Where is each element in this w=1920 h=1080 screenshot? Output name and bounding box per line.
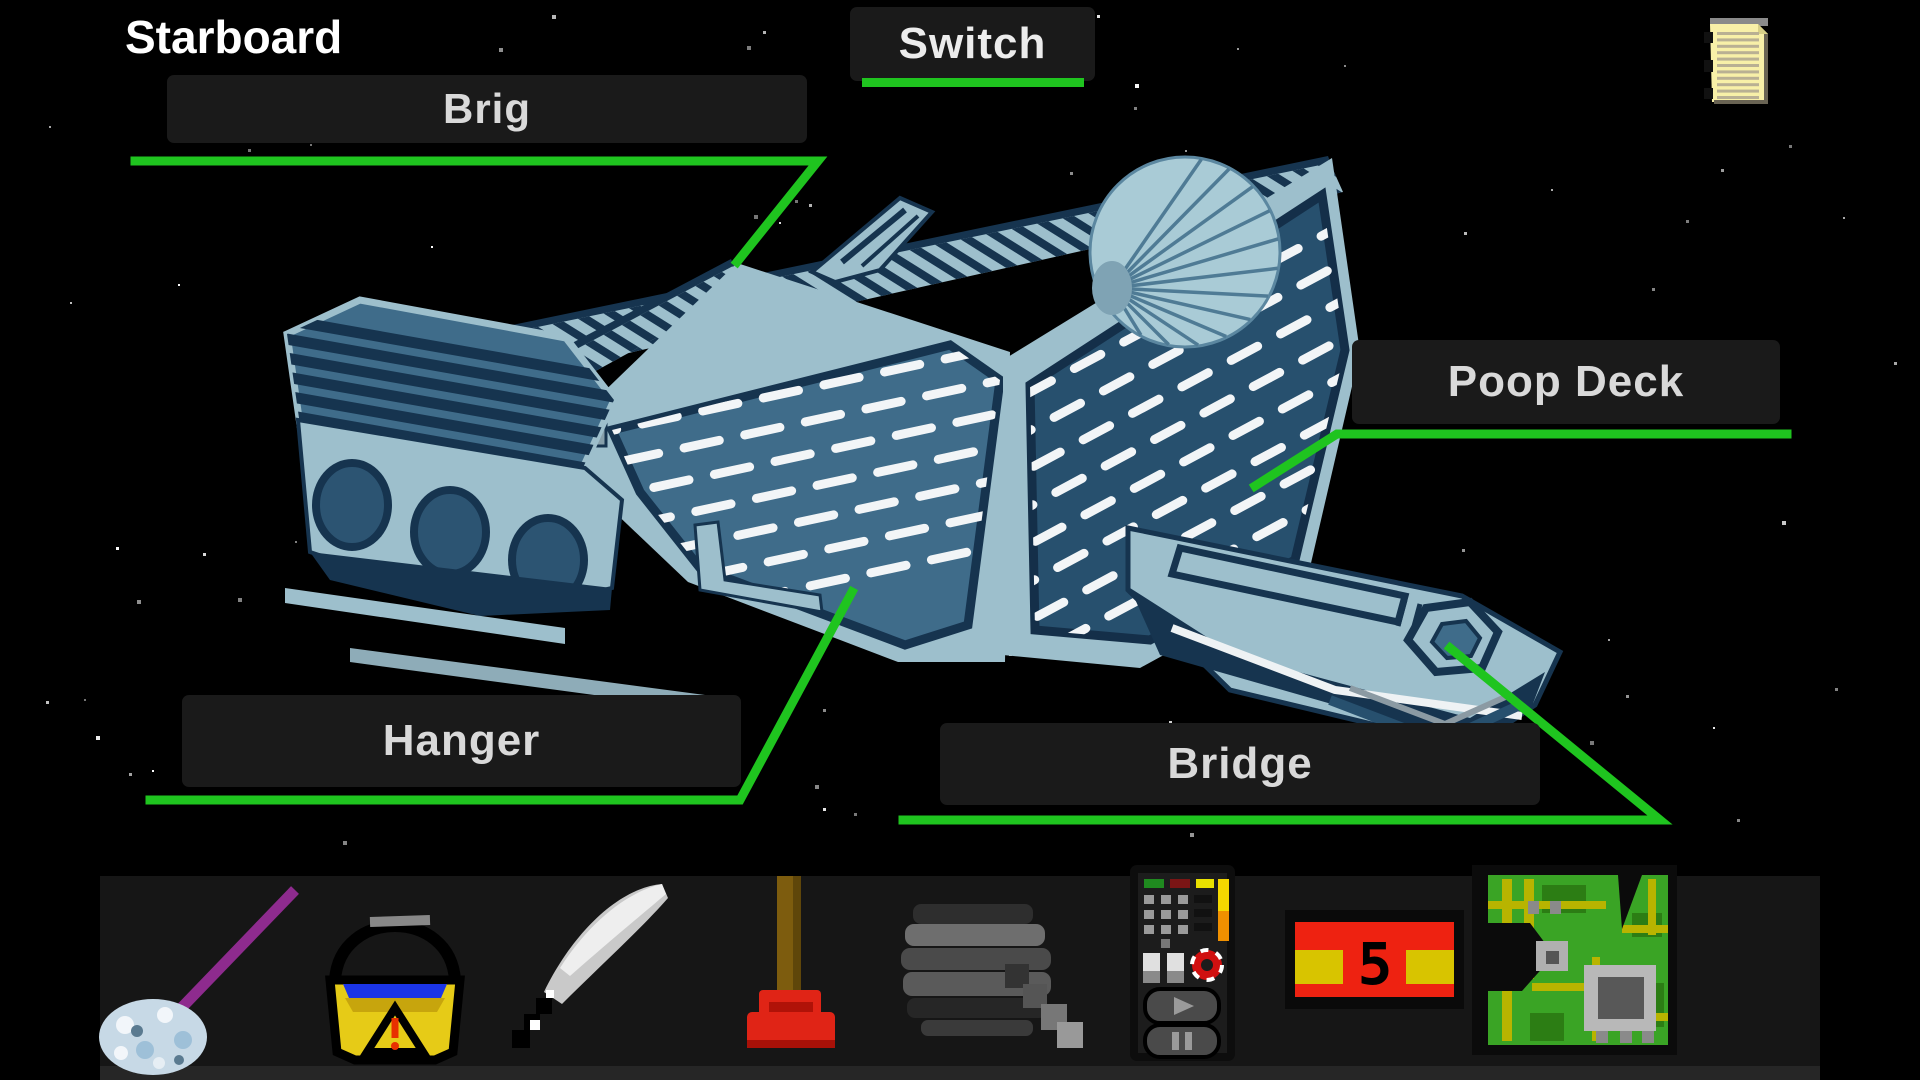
inventory-item-tires[interactable] (893, 898, 1093, 1053)
inventory-item-plunger[interactable] (735, 872, 845, 1062)
spaceship[interactable] (275, 155, 1564, 751)
switch-button[interactable]: Switch (850, 7, 1095, 81)
poop-deck-label-text: Poop Deck (1447, 357, 1685, 406)
bridge-label-text: Bridge (1167, 739, 1313, 788)
inventory-bottom-strip (100, 1066, 1820, 1080)
switch-underline (862, 78, 1084, 87)
poop-deck-pointer-line (1248, 429, 1792, 493)
fin-windows (1030, 213, 1345, 640)
switch-label-text: Switch (898, 19, 1047, 68)
tail-boom (1125, 524, 1564, 751)
brig-label[interactable]: Brig (167, 75, 807, 143)
notes-icon[interactable] (1702, 14, 1782, 117)
scene-title: Starboard (125, 11, 343, 63)
engine-block (283, 296, 705, 710)
inventory-item-remote[interactable] (1130, 865, 1235, 1063)
pointer-lines (130, 156, 1792, 825)
hanger-pointer-line (145, 585, 859, 805)
radar-dish-icon (1088, 155, 1282, 349)
inventory-item-circuit-board[interactable] (1472, 865, 1677, 1057)
inventory-item-feather[interactable] (500, 872, 680, 1057)
bridge-pointer-line (898, 641, 1673, 825)
inventory-item-detonator[interactable]: 5 (1285, 910, 1465, 1010)
brig-pointer-line (130, 156, 828, 269)
bridge-label[interactable]: Bridge (940, 723, 1540, 805)
top-fin (808, 195, 936, 285)
inventory-item-bucket[interactable] (315, 880, 475, 1065)
hanger-label-text: Hanger (382, 716, 541, 765)
brig-label-text: Brig (443, 85, 531, 132)
poop-deck-label[interactable]: Poop Deck (1352, 340, 1780, 424)
hull-bracket (693, 520, 824, 614)
detonator-countdown: 5 (1358, 930, 1393, 998)
hanger-label[interactable]: Hanger (182, 695, 741, 787)
inventory-item-mop[interactable] (95, 875, 305, 1075)
